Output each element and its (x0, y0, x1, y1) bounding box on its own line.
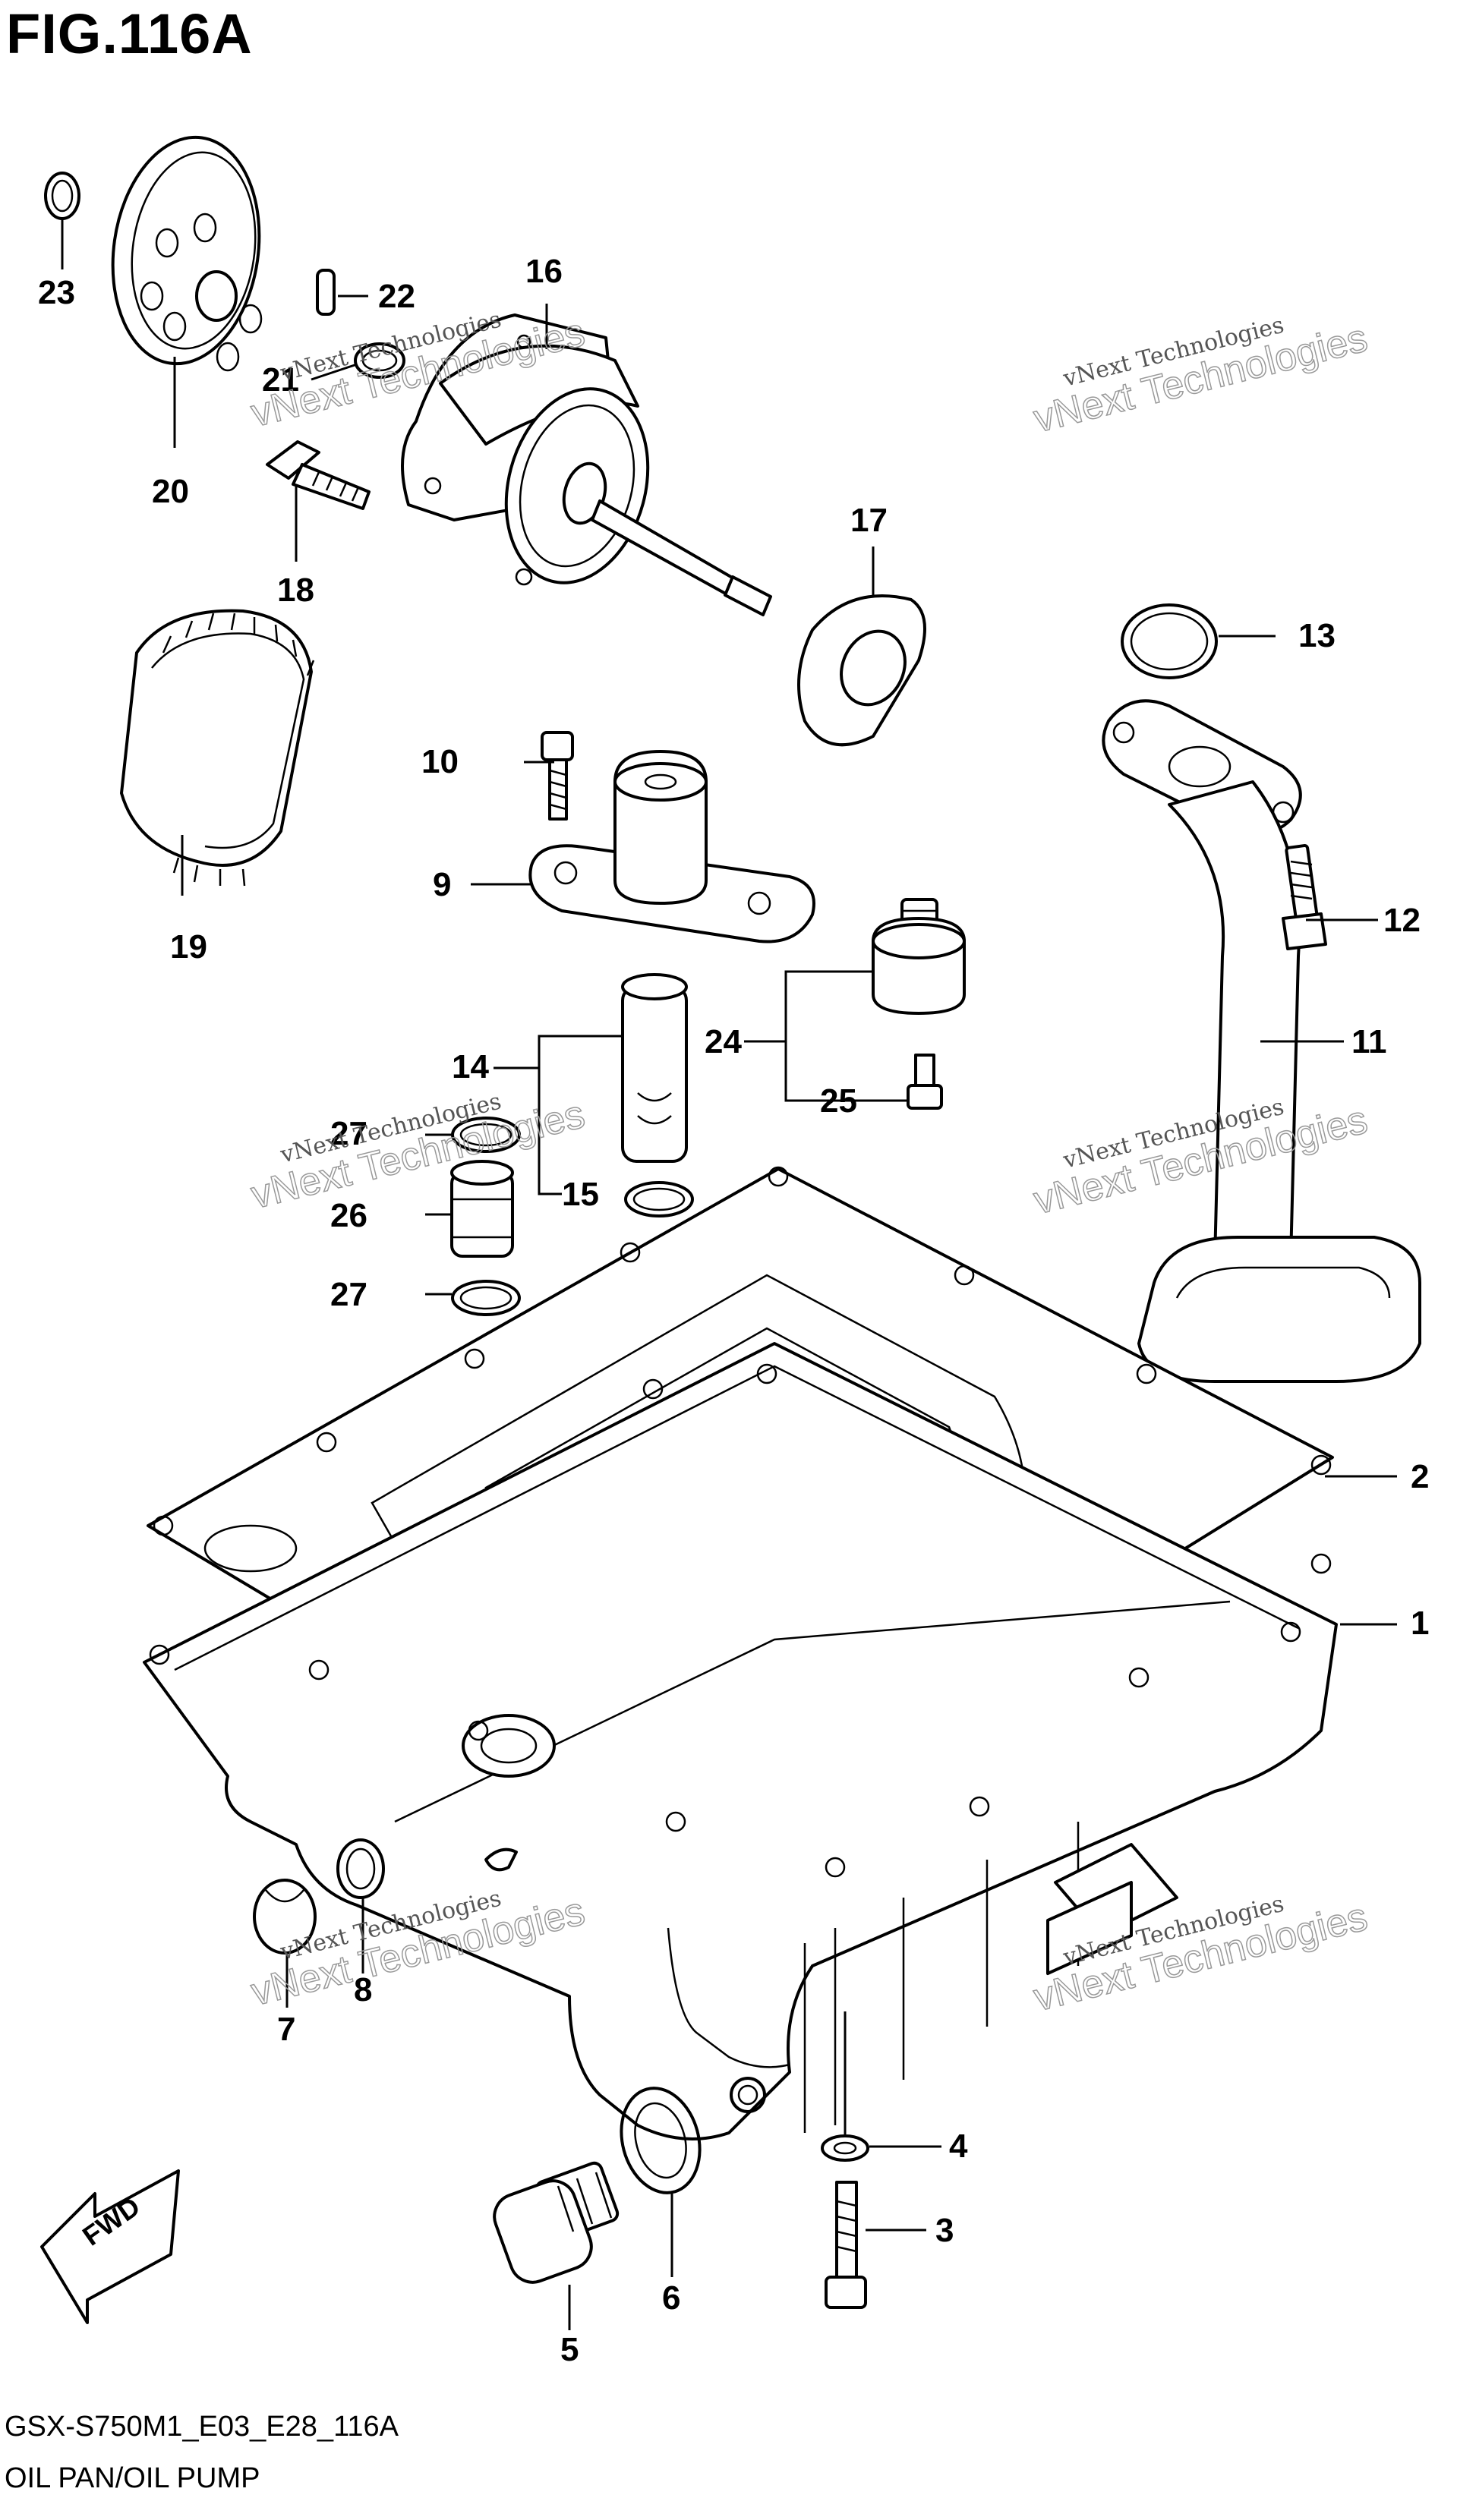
label-part-11: 11 (1351, 1023, 1387, 1060)
label-part-12: 12 (1383, 902, 1421, 939)
label-part-10: 10 (421, 743, 459, 780)
label-part-13: 13 (1298, 617, 1336, 654)
part-clutch-gear-ring (120, 609, 315, 887)
part-pump-gasket (797, 594, 926, 747)
label-part-27-lower: 27 (330, 1276, 367, 1313)
part-oil-pressure-switch (872, 898, 966, 1015)
part-o-ring-27-upper (451, 1117, 521, 1153)
label-part-27-upper: 27 (330, 1115, 367, 1152)
part-bolt-10 (541, 731, 574, 821)
part-drain-plug (493, 2161, 620, 2284)
label-part-26: 26 (330, 1197, 367, 1234)
label-part-6: 6 (662, 2279, 680, 2317)
leader-lines (61, 219, 1397, 2330)
part-pump-bolt (266, 440, 371, 510)
label-part-4: 4 (949, 2128, 968, 2165)
part-number-labels: 1 2 3 4 5 6 7 8 9 10 11 12 13 14 15 16 1… (38, 253, 1429, 2368)
part-oil-pump-driven-gear (111, 135, 263, 372)
label-part-21: 21 (262, 361, 299, 398)
part-bolt-25 (907, 1054, 943, 1110)
watermark-mid-right: vNext Technologies vNext Technologies (1029, 1094, 1372, 1224)
footer-figure-code: GSX-S750M1_E03_E28_116A (5, 2411, 399, 2443)
part-oil-strainer (1102, 699, 1421, 1383)
part-o-ring-13 (1121, 603, 1218, 679)
part-o-ring-21 (354, 342, 405, 379)
label-part-14: 14 (452, 1048, 489, 1085)
figure-title: FIG.116A (6, 2, 253, 65)
label-part-25: 25 (820, 1082, 857, 1120)
label-part-22: 22 (378, 278, 415, 315)
watermark-mid-left: vNext Technologies vNext Technologies (246, 1088, 589, 1217)
part-washer-4 (821, 2134, 869, 2162)
label-part-19: 19 (170, 928, 207, 965)
watermark-top-right: vNext Technologies vNext Technologies (1029, 312, 1372, 442)
part-plug-7 (253, 1879, 317, 1955)
label-part-3: 3 (935, 2212, 954, 2249)
part-bolt-3 (825, 2181, 867, 2309)
label-part-5: 5 (560, 2331, 579, 2368)
label-part-17: 17 (850, 502, 888, 539)
part-collar-26 (450, 1160, 514, 1258)
label-part-8: 8 (354, 1971, 372, 2008)
label-part-7: 7 (277, 2011, 295, 2048)
part-o-ring-15 (624, 1181, 694, 1217)
label-part-16: 16 (525, 253, 563, 290)
label-part-20: 20 (152, 473, 189, 510)
part-drain-gasket (620, 2087, 702, 2194)
label-part-18: 18 (277, 572, 314, 609)
part-snap-ring (44, 172, 80, 220)
part-dowel-pin (316, 269, 336, 316)
part-relief-valve (621, 973, 688, 1163)
part-washer-8 (336, 1838, 385, 1899)
part-bolt-12 (1282, 844, 1327, 950)
label-part-9: 9 (433, 866, 451, 903)
part-o-ring-27-lower (451, 1280, 521, 1316)
part-oil-pan (143, 1342, 1338, 2140)
footer-figure-name: OIL PAN/OIL PUMP (5, 2462, 260, 2494)
label-part-2: 2 (1411, 1458, 1429, 1495)
fwd-direction-arrow: FWD (40, 2169, 180, 2324)
label-part-1: 1 (1411, 1605, 1429, 1642)
part-oil-strainer-holder (528, 750, 815, 943)
part-oil-pump-assembly (401, 313, 772, 616)
label-part-15: 15 (562, 1176, 599, 1213)
label-part-24: 24 (705, 1023, 742, 1060)
label-part-23: 23 (38, 274, 75, 311)
